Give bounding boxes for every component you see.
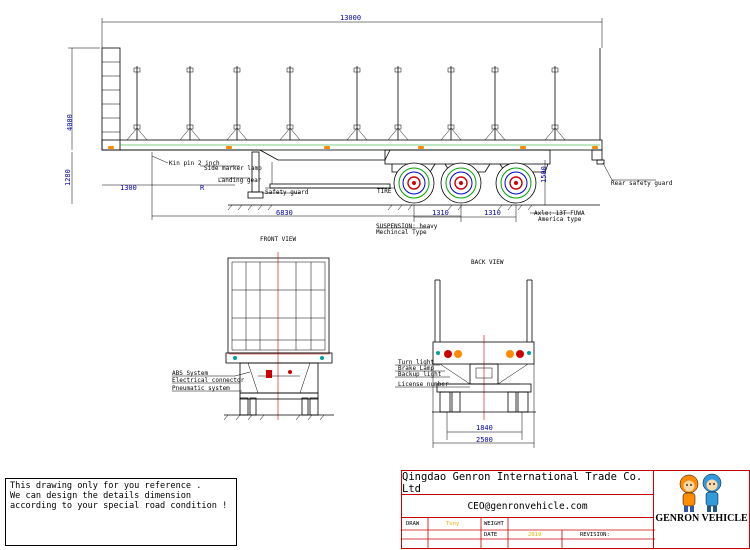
dim-overall-length: 13000	[340, 14, 361, 22]
title-block-grid: DRAW Tony WEIGHT DATE 2019 REVISION:	[401, 518, 655, 549]
dim-front-overhang: 1300	[120, 184, 137, 192]
note-line-3: according to your special road condition…	[10, 501, 228, 511]
callout-suspension-2: Mechincal Type	[376, 229, 427, 236]
callout-safety-guard: Safety guard	[265, 189, 309, 196]
front-view-title: FRONT VIEW	[260, 236, 297, 243]
callout-axle-1: Axle: 13T FUWA	[534, 210, 585, 217]
draw-label: DRAW	[406, 521, 420, 527]
callout-kingpin: Kin pin 2 inch	[169, 160, 220, 167]
logo-text: GENRON VEHICLE	[655, 513, 748, 524]
weight-label: WEIGHT	[484, 521, 504, 527]
callout-abs: ABS System	[172, 370, 209, 377]
title-block: Qingdao Genron International Trade Co. L…	[401, 470, 750, 549]
company-email[interactable]: CEO@genronvehicle.com	[401, 495, 654, 518]
dim-axle-spacing-1: 1310	[432, 209, 449, 217]
side-view: 13000 4000 1280	[64, 14, 673, 236]
callout-rear-guard: Rear safety guard	[611, 180, 673, 187]
dim-height: 4000	[66, 114, 74, 131]
callout-suspension-1: SUSPENSION: heavy	[376, 223, 438, 230]
revision-label: REVISION:	[580, 532, 610, 538]
dim-deck-height: 1280	[64, 169, 72, 186]
note-line-2: We can design the details dimension	[10, 491, 192, 501]
callout-tire: TIRE	[377, 188, 392, 195]
dim-axle-spacing-2: 1310	[484, 209, 501, 217]
dim-radius: R	[200, 184, 205, 192]
grid-lines	[402, 518, 655, 549]
draw-value: Tony	[446, 521, 460, 527]
callout-pneumatic: Pneumatic system	[172, 385, 230, 392]
callout-side-marker: Side marker lamp	[204, 165, 262, 172]
dim-rear-height: 1500	[540, 166, 548, 183]
callout-license: License number	[398, 381, 449, 388]
dim-kingpin-to-axle: 6830	[276, 209, 293, 217]
date-value: 2019	[528, 532, 542, 538]
callout-brake: Brake Lamp	[398, 365, 435, 372]
dim-track: 1840	[476, 424, 493, 432]
callout-backup: Backup light	[398, 371, 442, 378]
back-view-title: BACK VIEW	[471, 259, 504, 266]
front-view: FRONT VIEW	[172, 236, 334, 421]
reference-note: This drawing only for you reference . We…	[5, 478, 237, 546]
date-label: DATE	[484, 532, 498, 538]
note-line-1: This drawing only for you reference .	[10, 481, 202, 491]
dim-width: 2500	[476, 436, 493, 444]
callout-electrical: Electrical connector	[172, 377, 245, 384]
callout-axle-2: America type	[538, 216, 582, 223]
mascot-icon	[679, 473, 722, 512]
company-name: Qingdao Genron International Trade Co. L…	[401, 470, 654, 495]
company-logo: GENRON VEHICLE	[654, 470, 750, 549]
callout-turn: Turn light	[398, 359, 435, 366]
callout-landing-gear: Landing gear	[218, 177, 262, 184]
back-view: BACK VIEW Turn light Brake Lamp	[395, 259, 536, 448]
